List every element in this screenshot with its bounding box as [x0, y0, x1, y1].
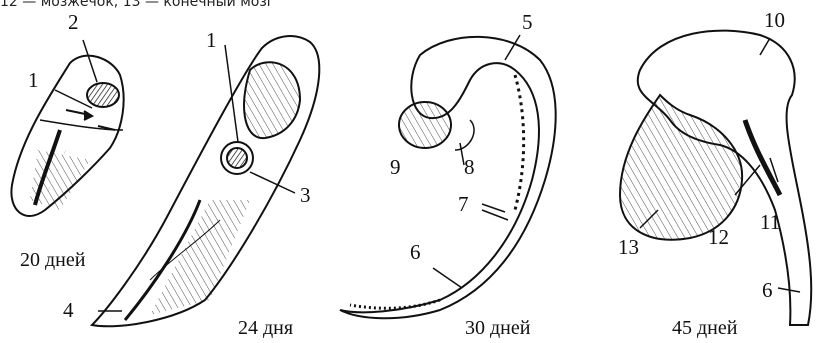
label-5-midbrain-30d: 5 [522, 12, 533, 33]
label-2-forebrain-20d: 2 [68, 12, 79, 33]
label-10-midbrain-45d: 10 [764, 10, 785, 31]
age-20-days: 20 дней [20, 250, 85, 270]
label-8-optic-30d: 8 [464, 157, 475, 178]
age-45-days: 45 дней [672, 318, 737, 338]
label-1-neural-tube-24d: 1 [206, 30, 217, 51]
label-11-hindbrain-45d: 11 [760, 212, 780, 233]
label-12-cerebellum-45d: 12 [708, 227, 729, 248]
label-4-somites-24d: 4 [63, 300, 74, 321]
embryo-45-days [620, 31, 811, 325]
age-30-days: 30 дней [465, 318, 530, 338]
label-6-spinal-cord-45d: 6 [762, 280, 773, 301]
label-6-spinal-cord-30d: 6 [410, 242, 421, 263]
label-1-neural-groove-20d: 1 [28, 70, 39, 91]
embryo-24-days [92, 36, 319, 326]
age-24-days: 24 дня [238, 318, 293, 338]
embryo-20-days [11, 40, 123, 216]
label-9-forebrain-30d: 9 [390, 157, 401, 178]
label-13-telencephalon-45d: 13 [618, 237, 639, 258]
label-3-optic-24d: 3 [300, 185, 311, 206]
embryo-30-days [340, 35, 556, 318]
label-7-somites-30d: 7 [458, 194, 469, 215]
